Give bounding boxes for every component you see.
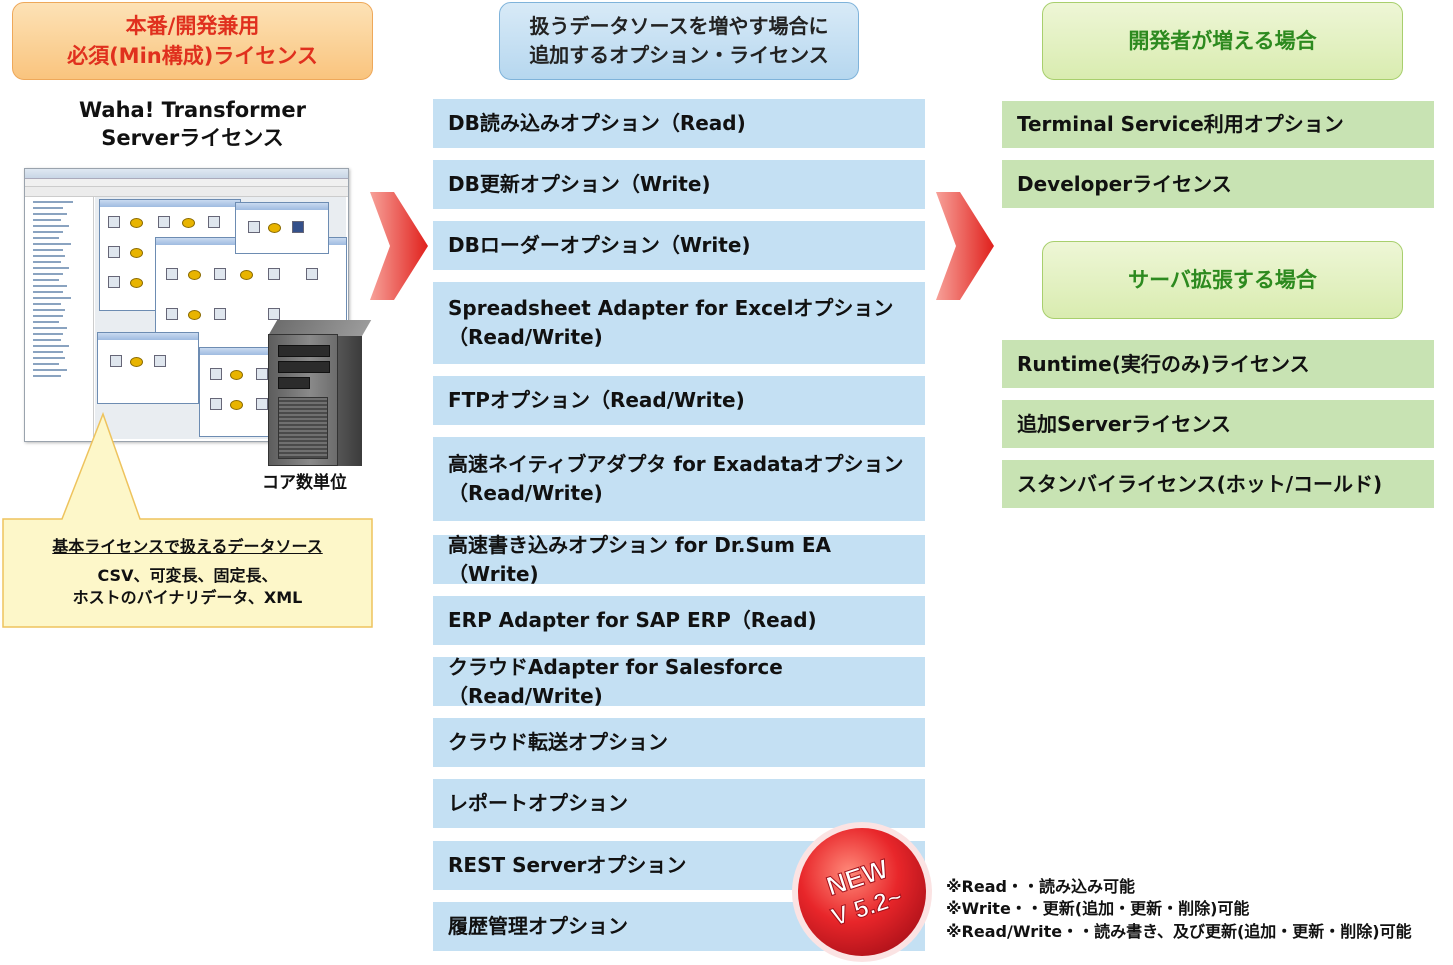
option-line: DB読み込みオプション（Read) — [448, 111, 746, 135]
option-line: DBローダーオプション（Write) — [448, 233, 751, 257]
option-line: 高速書き込みオプション for Dr.Sum EA（Write) — [448, 532, 832, 586]
option-ftp: FTPオプション（Read/Write) — [433, 376, 925, 425]
option-line: ERP Adapter for SAP ERP（Read) — [448, 608, 817, 632]
option-cloud-transfer: クラウド転送オプション — [433, 718, 925, 767]
option-spreadsheet-adapter: Spreadsheet Adapter for Excelオプション （Read… — [433, 282, 925, 364]
option-line: Developerライセンス — [1017, 171, 1232, 196]
basic-datasource-callout: 基本ライセンスで扱えるデータソース CSV、可変長、固定長、 ホストのバイナリデ… — [2, 519, 373, 627]
option-salesforce: クラウドAdapter for Salesforce（Read/Write) — [433, 655, 925, 708]
screenshot-menubar — [25, 179, 348, 187]
option-line: クラウドAdapter for Salesforce（Read/Write) — [448, 654, 783, 708]
note-read: ※Read・・読み込み可能 — [946, 877, 1135, 896]
option-line: レポートオプション — [448, 791, 628, 815]
mandatory-license-header: 本番/開発兼用 必須(Min構成)ライセンス — [12, 2, 373, 80]
product-license: Serverライセンス — [101, 126, 284, 151]
option-line: 履歴管理オプション — [448, 914, 628, 938]
note-read-write: ※Read/Write・・読み書き、及び更新(追加・更新・削除)可能 — [946, 921, 1412, 941]
option-sap-erp: ERP Adapter for SAP ERP（Read) — [433, 596, 925, 645]
option-db-read: DB読み込みオプション（Read) — [433, 99, 925, 148]
legend-notes: ※Read・・読み込み可能 ※Write・・更新(追加・更新・削除)可能 ※Re… — [946, 876, 1412, 943]
flow-window — [97, 332, 199, 404]
option-db-loader: DBローダーオプション（Write) — [433, 221, 925, 270]
option-line: クラウド転送オプション — [448, 730, 668, 754]
option-additional-server: 追加Serverライセンス — [1002, 400, 1434, 448]
option-standby-license: スタンバイライセンス(ホット/コールド) — [1002, 460, 1434, 508]
option-line: Terminal Service利用オプション — [1017, 112, 1344, 136]
developer-increase-header: 開発者が増える場合 — [1042, 2, 1403, 80]
server-expansion-title: サーバ拡張する場合 — [1128, 267, 1317, 292]
server-icon — [268, 320, 372, 466]
server-license-title: Waha! Transformer Serverライセンス — [12, 96, 373, 153]
option-drsum-write: 高速書き込みオプション for Dr.Sum EA（Write) — [433, 533, 925, 586]
callout-title: 基本ライセンスで扱えるデータソース — [52, 537, 323, 557]
additional-options-header-line1: 扱うデータソースを増やす場合に — [529, 14, 829, 38]
designer-screenshot — [24, 168, 349, 442]
option-line: DB更新オプション（Write) — [448, 172, 711, 196]
arrow-right-icon — [370, 192, 428, 300]
option-report: レポートオプション — [433, 779, 925, 828]
developer-increase-title: 開発者が増える場合 — [1128, 28, 1317, 53]
option-line: 追加Serverライセンス — [1017, 411, 1231, 436]
option-line: FTPオプション（Read/Write) — [448, 388, 745, 412]
option-line: Runtime(実行のみ)ライセンス — [1017, 351, 1310, 376]
core-unit-label: コア数単位 — [262, 473, 347, 493]
option-developer-license: Developerライセンス — [1002, 160, 1434, 208]
server-expansion-header: サーバ拡張する場合 — [1042, 241, 1403, 319]
note-write: ※Write・・更新(追加・更新・削除)可能 — [946, 899, 1250, 919]
option-db-write: DB更新オプション（Write) — [433, 160, 925, 209]
arrow-right-icon — [936, 192, 994, 300]
additional-options-header-line2: 追加するオプション・ライセンス — [529, 43, 829, 67]
option-line: スタンバイライセンス(ホット/コールド) — [1017, 471, 1383, 496]
option-line: REST Serverオプション — [448, 853, 687, 877]
new-version-badge: NEW V 5.2~ — [792, 822, 932, 962]
option-line: 高速ネイティブアダプタ for Exadataオプション — [448, 452, 904, 476]
screenshot-tree-pane — [27, 197, 94, 437]
option-line-2: （Read/Write) — [448, 481, 603, 505]
option-exadata-adapter: 高速ネイティブアダプタ for Exadataオプション （Read/Write… — [433, 437, 925, 521]
flow-window — [235, 202, 329, 254]
screenshot-toolbar — [25, 187, 348, 197]
option-line-2: （Read/Write) — [448, 325, 603, 349]
callout-line2: ホストのバイナリデータ、XML — [72, 588, 303, 608]
additional-options-header: 扱うデータソースを増やす場合に 追加するオプション・ライセンス — [499, 2, 859, 80]
option-runtime-license: Runtime(実行のみ)ライセンス — [1002, 340, 1434, 388]
mandatory-license-header-line1: 本番/開発兼用 — [125, 13, 260, 38]
screenshot-titlebar — [25, 169, 348, 179]
product-name: Waha! Transformer — [79, 98, 306, 122]
option-line: Spreadsheet Adapter for Excelオプション — [448, 296, 894, 320]
option-terminal-service: Terminal Service利用オプション — [1002, 101, 1434, 148]
mandatory-license-header-line2: 必須(Min構成)ライセンス — [67, 44, 318, 68]
callout-line1: CSV、可変長、固定長、 — [97, 565, 278, 585]
